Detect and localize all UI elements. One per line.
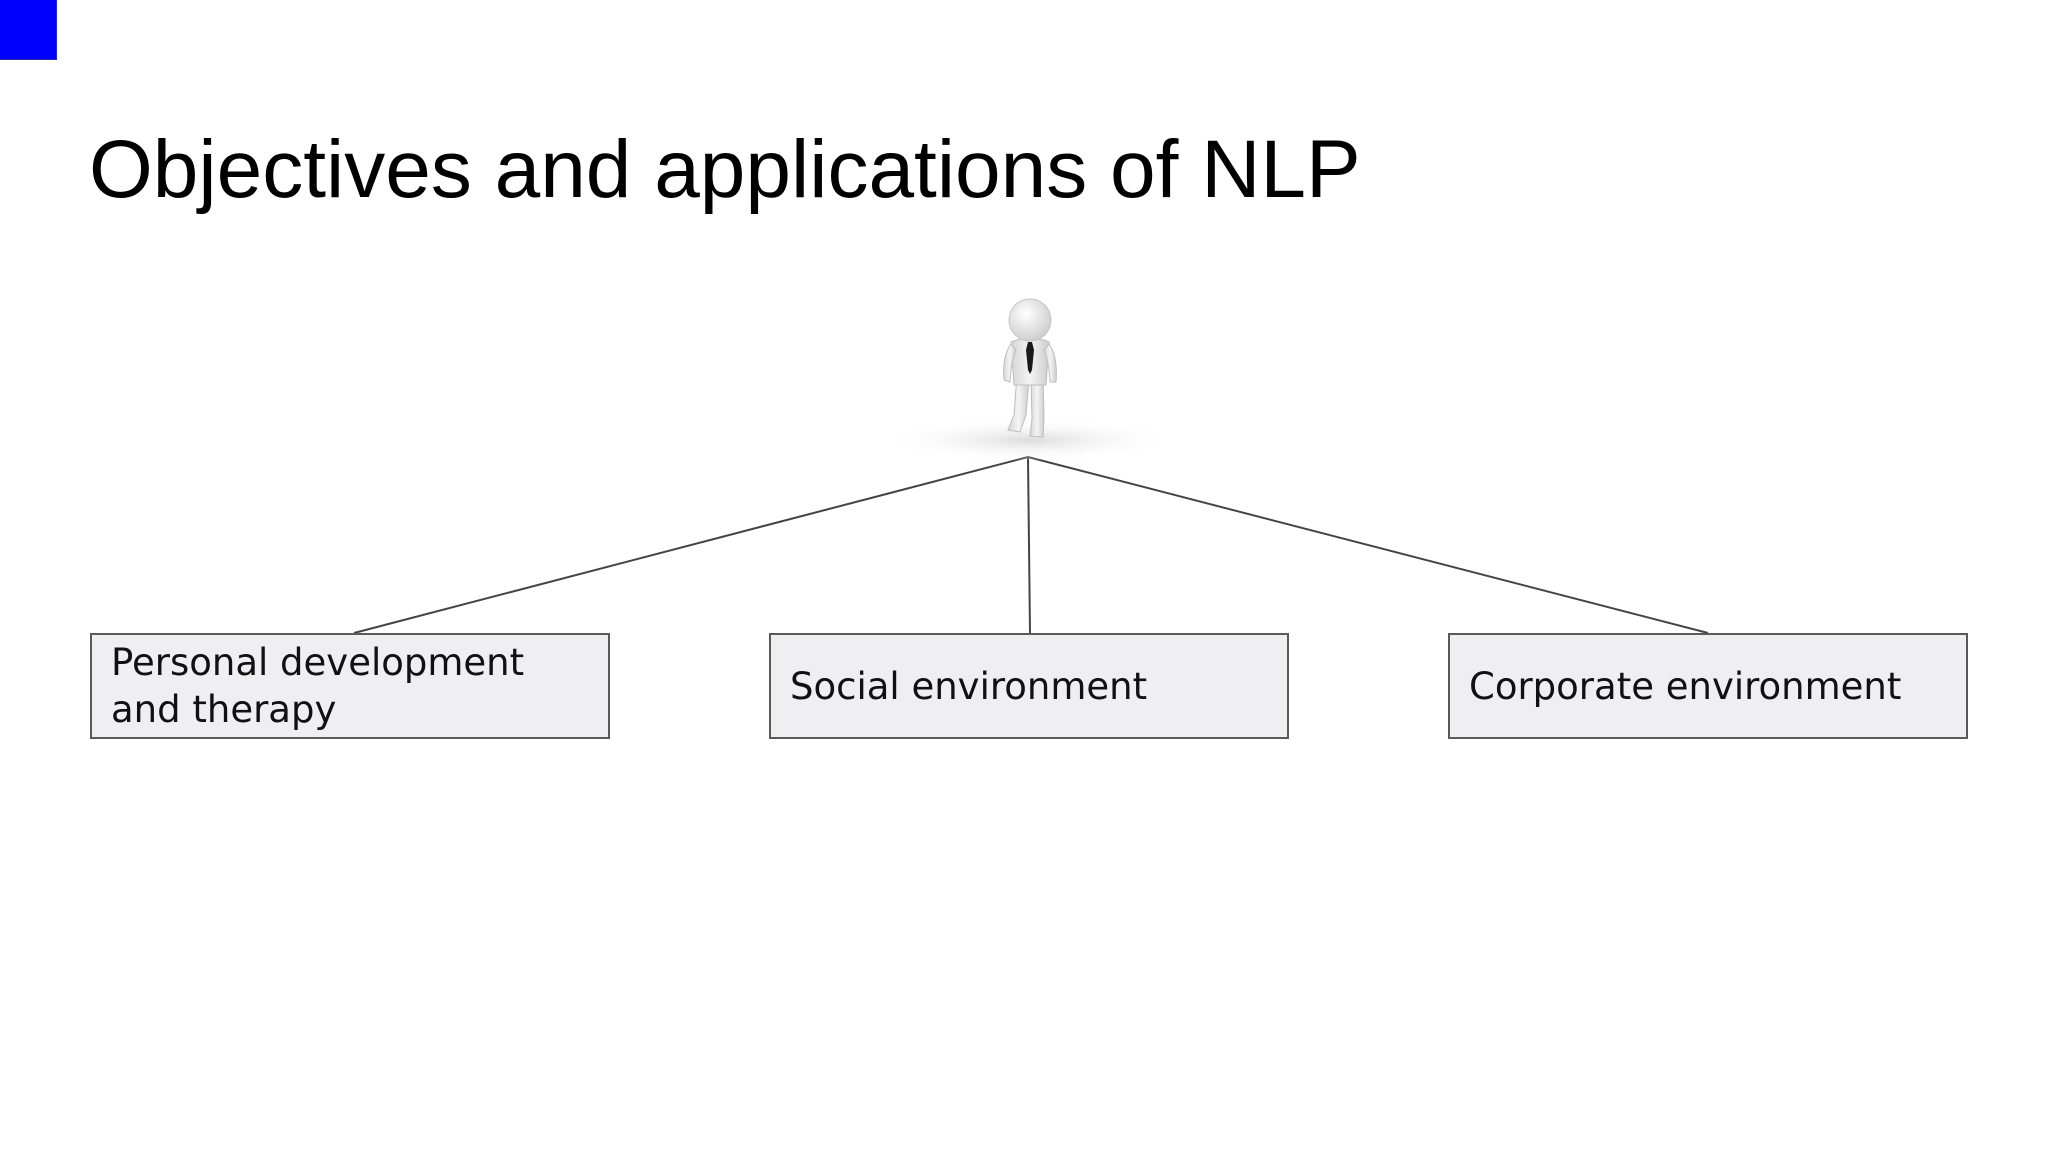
corner-accent-mark (0, 0, 57, 60)
branch-label-personal-development: Personal development and therapy (111, 641, 525, 731)
branch-label-social-environment: Social environment (790, 664, 1148, 708)
branch-label-corporate-environment: Corporate environment (1469, 664, 1902, 708)
connector-line-personal (353, 456, 1029, 634)
connector-line-social (1027, 456, 1031, 634)
branch-box-social-environment: Social environment (769, 633, 1289, 739)
walking-person-icon (880, 298, 1180, 460)
slide-title: Objectives and applications of NLP (89, 124, 1361, 215)
branch-box-personal-development: Personal development and therapy (90, 633, 610, 739)
branch-box-corporate-environment: Corporate environment (1448, 633, 1968, 739)
connector-line-corporate (1027, 456, 1709, 634)
